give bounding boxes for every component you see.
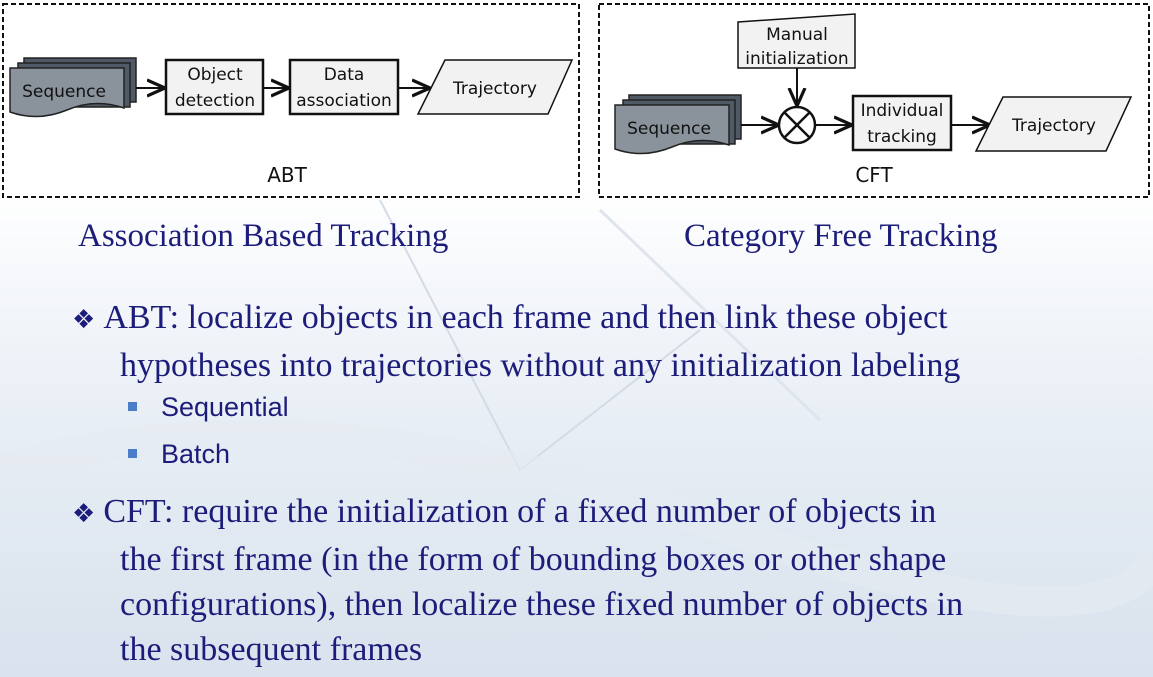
cft-manual-init-line1: Manual (766, 25, 828, 45)
cft-combine-operator-icon (777, 105, 817, 145)
bullet-cft-line-1: ❖CFT: require the initialization of a fi… (72, 489, 1132, 537)
cft-manual-initialization-box: Manual initialization (737, 13, 856, 69)
cft-trajectory-shape: Trajectory (974, 96, 1133, 152)
bullet-cft-line-4: the subsequent frames (120, 631, 423, 668)
abt-object-detection-line2: detection (175, 91, 255, 111)
subitem-sequential: Sequential (128, 392, 289, 423)
cft-sequence-label: Sequence (627, 119, 711, 139)
abt-sequence-stack: Sequence (9, 57, 137, 118)
tracking-diagrams-figure: Sequence Object detection Data associati… (2, 3, 1150, 198)
subitem-batch-label: Batch (161, 439, 231, 469)
bullet-abt-text-1: ABT: localize objects in each frame and … (103, 299, 948, 336)
cft-caption: Category Free Tracking (684, 218, 998, 254)
abt-panel-caption: ABT (267, 163, 307, 187)
square-bullet-icon (128, 449, 137, 459)
abt-panel: Sequence Object detection Data associati… (2, 3, 580, 198)
cft-trajectory-label: Trajectory (1011, 116, 1096, 136)
bullet-cft-text-1: CFT: require the initialization of a fix… (103, 493, 937, 530)
diamond-bullet-icon: ❖ (72, 499, 96, 529)
diamond-bullet-icon: ❖ (72, 305, 96, 335)
abt-trajectory-shape: Trajectory (416, 59, 574, 115)
cft-individual-tracking-line1: Individual (861, 101, 944, 121)
abt-trajectory-label: Trajectory (452, 79, 537, 99)
abt-caption: Association Based Tracking (78, 218, 449, 254)
subitem-sequential-label: Sequential (161, 392, 289, 422)
abt-data-association-box: Data association (288, 58, 400, 116)
cft-individual-tracking-line2: tracking (867, 127, 937, 147)
cft-panel: Manual initialization Sequence Individua… (598, 3, 1150, 198)
abt-sequence-label: Sequence (22, 82, 106, 102)
bullet-cft: ❖CFT: require the initialization of a fi… (72, 489, 1132, 672)
cft-panel-caption: CFT (855, 163, 893, 187)
square-bullet-icon (128, 402, 137, 412)
bullet-cft-line-2: the first frame (in the form of bounding… (120, 541, 947, 578)
subitem-batch: Batch (128, 439, 230, 470)
bullet-abt-line-1: ❖ABT: localize objects in each frame and… (72, 295, 1132, 343)
bullet-cft-line-3: configurations), then localize these fix… (120, 586, 964, 623)
cft-sequence-stack: Sequence (614, 94, 742, 155)
abt-data-association-line1: Data (324, 65, 365, 85)
cft-manual-init-line2: initialization (745, 49, 848, 69)
cft-individual-tracking-box: Individual tracking (851, 94, 953, 152)
bullet-abt-line-2: hypotheses into trajectories without any… (120, 347, 961, 384)
abt-object-detection-box: Object detection (164, 58, 265, 116)
abt-object-detection-line1: Object (187, 65, 243, 85)
bullet-abt: ❖ABT: localize objects in each frame and… (72, 295, 1132, 388)
abt-data-association-line2: association (296, 91, 392, 111)
